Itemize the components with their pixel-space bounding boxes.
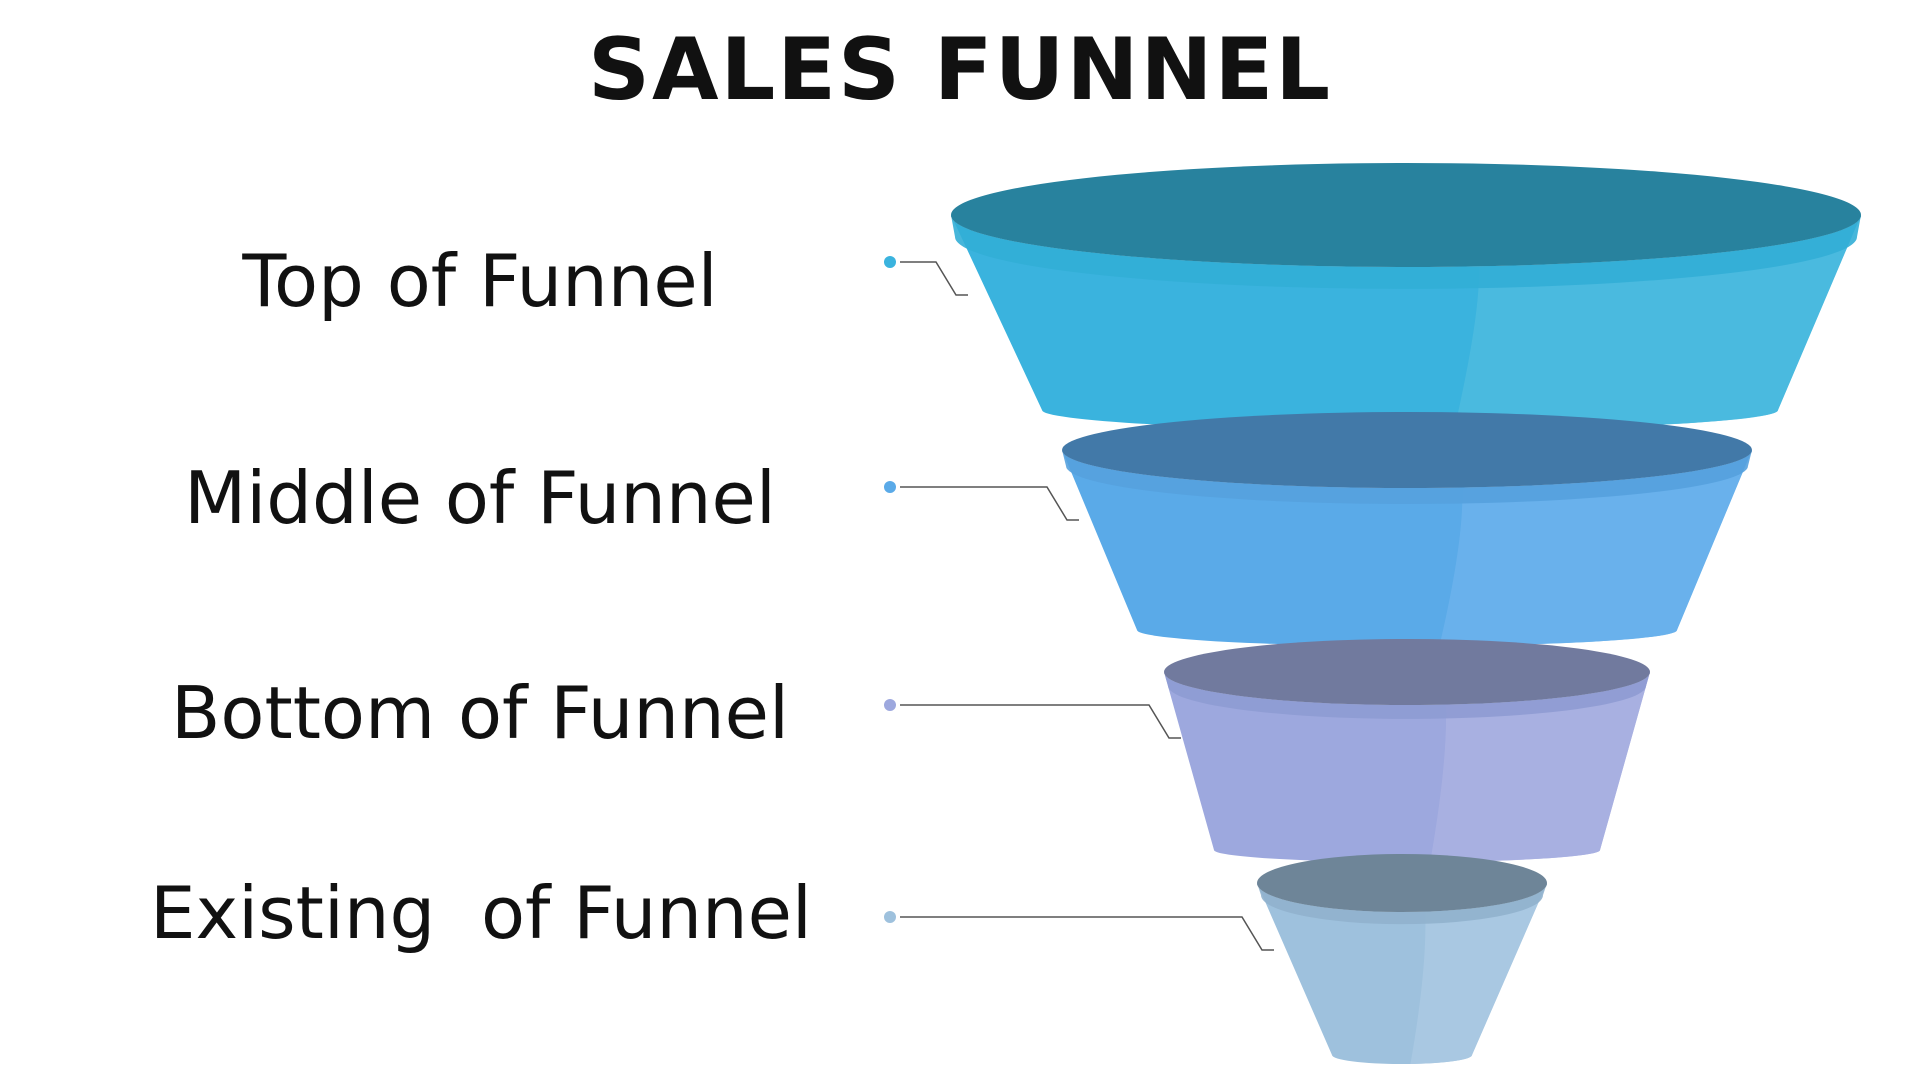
stage-label-top: Top of Funnel xyxy=(242,239,718,323)
funnel-tier-band xyxy=(1164,672,1650,719)
leader-middle xyxy=(884,481,1079,521)
funnel-tier-rim xyxy=(1164,639,1650,705)
leader-line xyxy=(900,486,1079,521)
leader-dot xyxy=(884,911,896,923)
leader-line xyxy=(900,916,1274,951)
funnel-tier-top xyxy=(951,163,1862,430)
funnel-tier-highlight xyxy=(1430,672,1651,862)
funnel-tier-band xyxy=(1062,450,1752,504)
leader-line xyxy=(900,261,968,296)
funnel-tier-rim xyxy=(951,163,1861,267)
leader-top xyxy=(884,256,968,296)
funnel-tier-bottom xyxy=(1164,639,1651,862)
stage-label-existing: Existing of Funnel xyxy=(150,871,812,955)
leader-dot xyxy=(884,256,896,268)
leader-existing xyxy=(884,911,1274,951)
funnel-tier-middle xyxy=(1062,412,1753,646)
funnel-tier-existing xyxy=(1257,854,1548,1064)
page-title: SALES FUNNEL xyxy=(588,20,1332,120)
funnel-tier-rim xyxy=(1062,412,1752,488)
leader-bottom xyxy=(884,699,1181,739)
leader-dot xyxy=(884,699,896,711)
leader-line xyxy=(900,704,1181,739)
funnel-tier-highlight xyxy=(1410,883,1548,1064)
stage-label-bottom: Bottom of Funnel xyxy=(171,671,789,755)
funnel-tier-band xyxy=(1257,883,1547,925)
funnel-tier-rim xyxy=(1257,854,1547,912)
leader-dot xyxy=(884,481,896,493)
stage-label-middle: Middle of Funnel xyxy=(184,456,776,540)
funnel-tier-band xyxy=(951,215,1861,289)
